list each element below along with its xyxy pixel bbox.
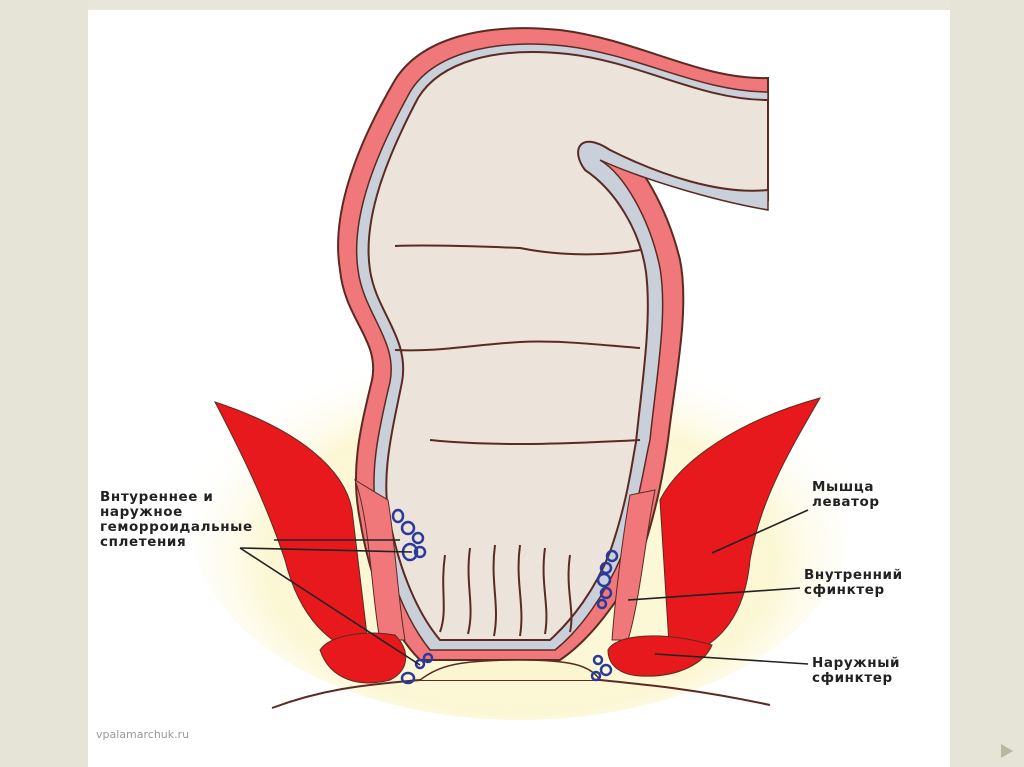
label-hemorrhoidal-plexuses: Внтуреннее и наружное геморроидальные сп… [100,490,253,550]
label-levator-muscle: Мышца леватор [812,480,880,510]
label-internal-sphincter: Внутренний сфинктер [804,568,903,598]
label-external-sphincter: Наружный сфинктер [812,656,900,686]
watermark: vpalamarchuk.ru [96,728,189,741]
